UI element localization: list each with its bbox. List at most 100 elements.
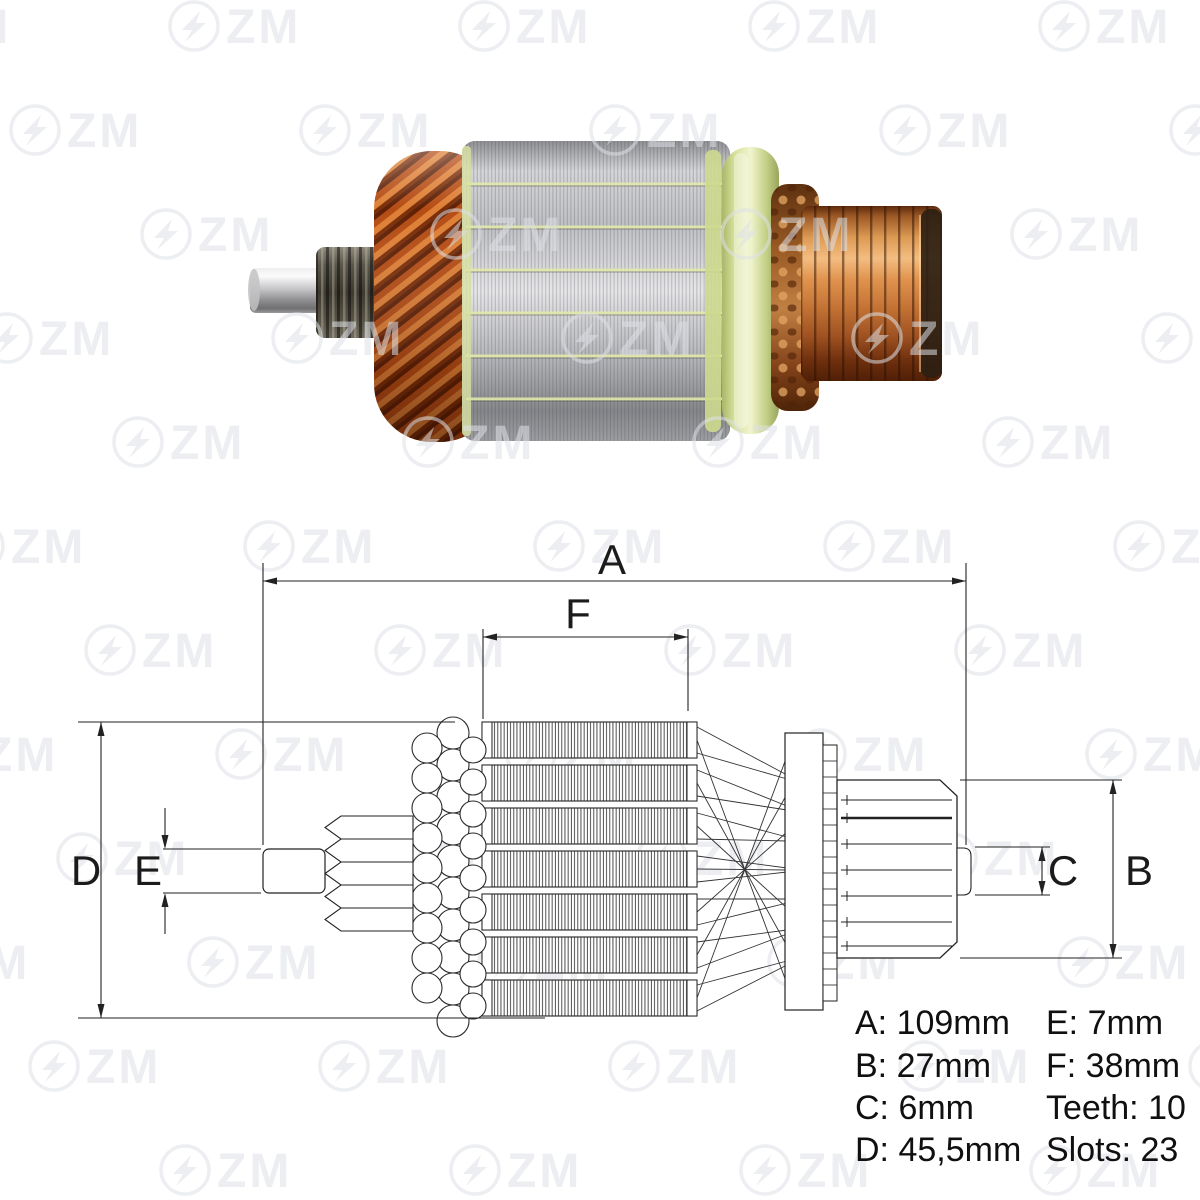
spec-table: A: 109mm B: 27mm C: 6mm D: 45,5mm E: 7mm…: [855, 1004, 1186, 1169]
watermark-logo: ZM: [0, 729, 55, 782]
watermark-circle-icon: [851, 312, 903, 364]
watermark-bolt-icon: [332, 1051, 356, 1082]
watermark-brand-text: ZM: [750, 417, 825, 470]
watermark-logo: ZM: [636, 832, 766, 886]
watermark-circle-icon: [823, 520, 875, 572]
cone-wire-line: [696, 933, 788, 969]
watermark-logo: ZM: [608, 1040, 738, 1094]
core-band-cap-left: [481, 807, 493, 845]
watermark-logo: ZM: [430, 208, 560, 262]
cone-wire-line: [696, 868, 788, 871]
watermark-brand-text: ZM: [432, 625, 507, 678]
watermark-brand-text: ZM: [0, 937, 30, 990]
watermark-bolt-icon: [1024, 219, 1048, 250]
watermark-circle-icon: [318, 1040, 370, 1092]
watermark-logo: ZM: [0, 1, 11, 54]
watermark-bolt-icon: [313, 115, 337, 146]
watermark-circle-icon: [168, 0, 220, 52]
watermark-logo: ZM: [879, 104, 1009, 158]
watermark-circle-icon: [243, 520, 295, 572]
watermark-logo: ZM: [159, 1144, 289, 1198]
photo-core-left-insulation: [462, 146, 471, 436]
winding-loop: [411, 732, 443, 764]
watermark-bolt-icon: [622, 1051, 646, 1082]
cone-wire-line: [696, 929, 788, 943]
watermark-circle-icon: [561, 312, 613, 364]
watermark-bolt-icon: [753, 1155, 777, 1186]
watermark-brand-text: ZM: [245, 937, 320, 990]
watermark-circle-icon: [374, 624, 426, 676]
watermark-logo: ZM: [299, 104, 429, 158]
dim-label-C: C: [1048, 847, 1078, 894]
cone-wire-line: [696, 902, 788, 926]
watermark-logo: ZM: [402, 416, 535, 470]
dim-F-arrow-left: [483, 633, 497, 641]
winding-loop: [459, 896, 487, 924]
watermark-brand-text: ZM: [881, 521, 956, 574]
watermark-logo: ZM: [898, 1040, 1031, 1094]
core-band: [481, 807, 698, 845]
watermark-bolt-icon: [0, 323, 19, 353]
winding-loop: [411, 972, 443, 1004]
dim-B-arrow-top: [1109, 780, 1117, 794]
watermark-bolt-icon: [1043, 1155, 1067, 1186]
cone-wire-line: [696, 769, 788, 807]
watermark-circle-icon: [271, 312, 323, 364]
photo-commutator-bars: [801, 206, 942, 381]
watermark-circle-icon: [1141, 312, 1193, 364]
watermark-bolt-icon: [23, 115, 47, 146]
watermark-brand-text: ZM: [0, 1, 11, 54]
watermark-circle-icon: [748, 0, 800, 52]
core-band-cap-right: [686, 893, 698, 931]
watermark-brand-text: ZM: [329, 313, 404, 366]
watermark-brand-text: ZM: [956, 1041, 1031, 1094]
core-band: [481, 721, 698, 759]
watermark-brand-text: ZM: [376, 1041, 451, 1094]
dim-E-arrow-bottom: [161, 893, 169, 907]
watermark-brand-text: ZM: [460, 417, 535, 470]
watermark-brand-text: ZM: [1012, 625, 1087, 678]
watermark-brand-text: ZM: [301, 521, 376, 574]
shaft-left: [262, 848, 326, 894]
watermark-brand-text: ZM: [198, 209, 273, 262]
winding-loop: [459, 864, 487, 892]
watermark-circle-icon: [0, 531, 5, 561]
watermark-bolt-icon: [388, 635, 412, 666]
spec-C: C: 6mm: [855, 1089, 974, 1127]
watermark-brand-text: ZM: [1115, 937, 1190, 990]
commutator-outline: [836, 779, 958, 959]
watermark-logo: ZM: [187, 936, 320, 990]
spline-tooth: [324, 815, 414, 840]
watermark-circle-icon: [720, 208, 772, 260]
watermark-circle-icon: [402, 416, 454, 468]
watermark-brand-text: ZM: [1171, 521, 1200, 574]
core-band-cap-right: [686, 850, 698, 888]
watermark-logo: ZM: [140, 208, 273, 262]
winding-loop: [459, 768, 487, 796]
cone-wire-line: [696, 726, 788, 776]
winding-loop: [459, 992, 487, 1020]
dimension-labels: A F D E C B: [71, 536, 1153, 894]
watermark-logo: ZM: [720, 208, 850, 262]
winding-loop: [459, 800, 487, 828]
watermark-logo: ZM: [318, 1040, 451, 1094]
spline-tooth: [324, 907, 414, 932]
watermark-circle-icon: [0, 312, 33, 364]
watermark-logo: ZM: [1113, 520, 1200, 574]
watermark-bolt-icon: [865, 323, 889, 354]
cone-wire-line: [696, 960, 788, 986]
watermark-brand-text: ZM: [806, 1, 881, 54]
watermark-bolt-icon: [229, 739, 253, 770]
watermark-bolt-icon: [154, 219, 178, 250]
photo-core-right-insulation: [705, 150, 721, 432]
winding-loop: [459, 960, 487, 988]
cone-wire-line: [696, 795, 788, 811]
cone-wire-line: [696, 838, 788, 842]
cone-wire-line: [696, 825, 788, 909]
winding-loop: [411, 762, 443, 794]
watermark-logo: ZM: [1029, 1144, 1159, 1198]
watermark-logo: ZM: [982, 416, 1112, 470]
watermark-bolt-icon: [547, 531, 571, 562]
